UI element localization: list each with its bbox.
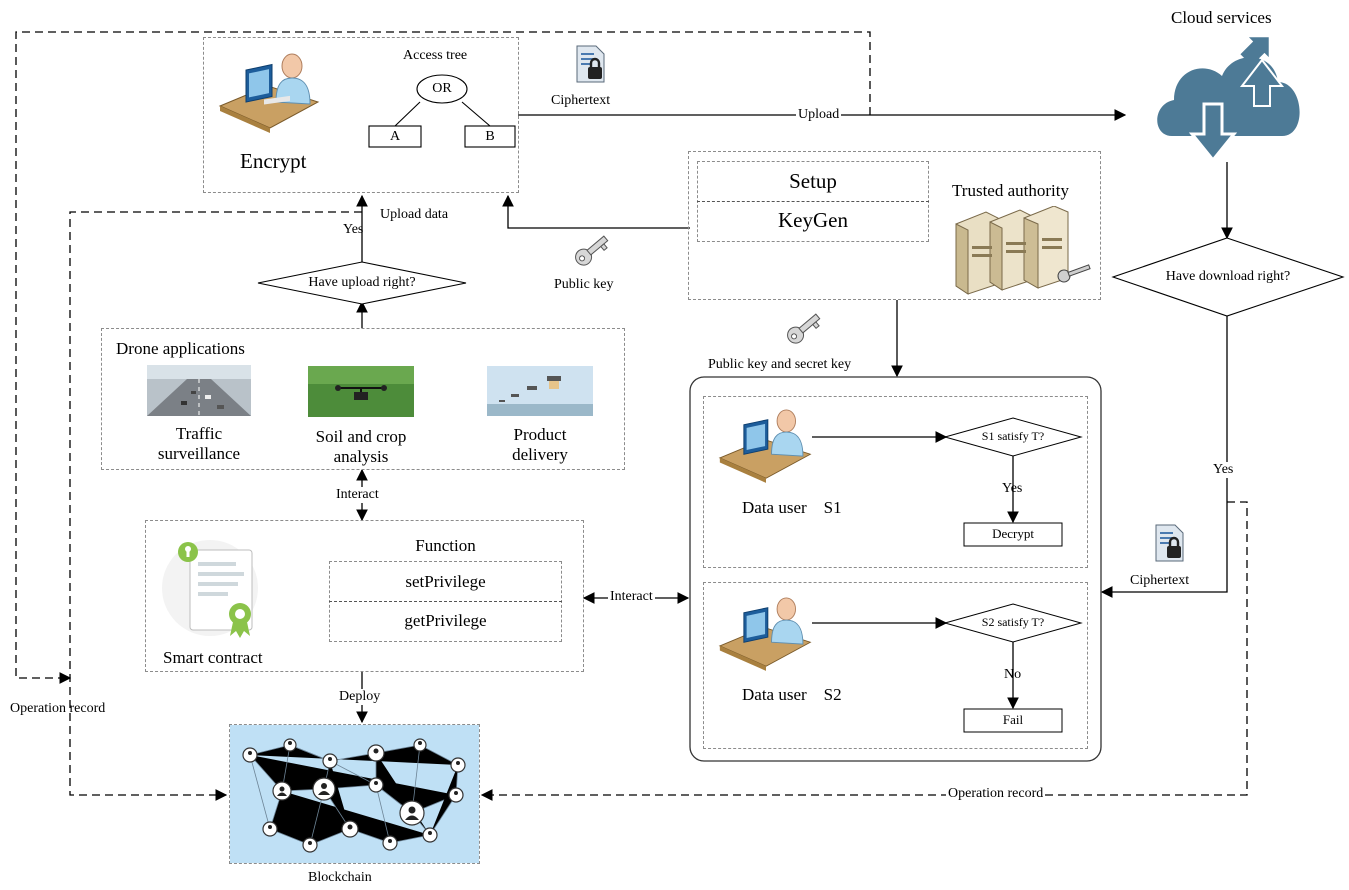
data-user-s2-icon <box>718 597 812 671</box>
public-key-icon <box>575 235 609 266</box>
leaf-b-label: B <box>485 129 495 144</box>
blockchain-frame <box>229 724 480 864</box>
traffic-line2: surveillance <box>157 443 241 463</box>
data-user-s1-name: Data user <box>742 498 807 517</box>
set-privilege-label: setPrivilege <box>405 572 486 591</box>
traffic-surveillance-image <box>147 365 251 416</box>
or-node-label: OR <box>432 81 452 96</box>
soil-crop-analysis-image <box>308 366 414 417</box>
leaf-a-label: A <box>389 129 401 144</box>
s2-branch-label: No <box>1004 667 1022 682</box>
data-user-s2-label: Data user S2 <box>742 685 842 705</box>
function-title: Function <box>415 536 476 555</box>
trusted-authority-label: Trusted authority <box>952 181 1069 200</box>
soil-crop-label: Soil and crop analysis <box>292 427 430 466</box>
interact-vertical-label: Interact <box>334 487 381 504</box>
access-tree-title: Access tree <box>403 48 468 63</box>
get-privilege-label: getPrivilege <box>404 611 487 630</box>
s2-decision-diamond <box>943 603 1083 643</box>
function-divider <box>329 601 562 602</box>
encrypt-label: Encrypt <box>240 149 307 173</box>
traffic-surveillance-label: Traffic surveillance <box>134 424 264 463</box>
s1-check-label: S1 satisfy T? <box>981 429 1045 443</box>
upload-label: Upload <box>796 107 842 124</box>
smart-contract-icon <box>162 540 258 638</box>
users-container <box>689 376 1102 762</box>
operation-record-loop-bottom <box>480 501 1248 801</box>
access-tree-leaf-a <box>368 125 422 148</box>
blockchain-label: Blockchain <box>308 870 372 885</box>
trusted-authority-group <box>688 151 1101 300</box>
access-tree-edge-b <box>461 101 491 127</box>
download-decision-diamond <box>1111 237 1345 317</box>
fail-label: Fail <box>1002 712 1024 727</box>
product-delivery-label: Product delivery <box>475 425 605 464</box>
upload-yes-label: Yes <box>343 222 364 237</box>
product-line1: Product <box>513 425 567 444</box>
product-delivery-image <box>487 366 593 416</box>
access-tree-or-node <box>416 74 468 104</box>
operation-record-loop-top <box>15 31 871 684</box>
secret-key-icon <box>787 313 821 344</box>
decrypt-box <box>963 522 1063 547</box>
s1-decision-diamond <box>943 417 1083 457</box>
smart-contract-label: Smart contract <box>163 648 263 667</box>
ciphertext-right-file-icon <box>1155 524 1184 562</box>
deploy-label: Deploy <box>337 689 383 706</box>
download-decision-label: Have download right? <box>1165 269 1291 284</box>
setup-label: Setup <box>789 169 837 193</box>
s2-check-label: S2 satisfy T? <box>981 615 1045 629</box>
access-tree-leaf-b <box>464 125 516 148</box>
keygen-label: KeyGen <box>778 208 848 232</box>
encrypt-group <box>203 37 519 193</box>
data-user-s1-icon <box>718 409 812 483</box>
upload-decision-diamond <box>257 261 467 305</box>
s1-branch-label: Yes <box>1002 481 1023 496</box>
operation-record-bottom-label: Operation record <box>946 786 1046 803</box>
soil-line1: Soil and crop <box>315 427 407 446</box>
interact-horizontal-label: Interact <box>608 589 655 606</box>
data-user-s2-id: S2 <box>823 685 842 704</box>
smart-contract-group <box>145 520 584 672</box>
data-owner-icon <box>218 53 320 133</box>
upload-data-record-loop <box>69 211 362 801</box>
public-key-arrow <box>502 194 690 229</box>
fail-box <box>963 708 1063 733</box>
data-user-s1-id: S1 <box>823 498 842 517</box>
public-secret-key-label: Public key and secret key <box>708 357 852 372</box>
drone-applications-group <box>101 328 625 470</box>
ciphertext-file-icon <box>576 45 605 83</box>
upload-decision-label: Have upload right? <box>308 275 416 290</box>
drone-applications-title: Drone applications <box>116 339 245 358</box>
decrypt-label: Decrypt <box>992 526 1034 541</box>
blockchain-network-icon <box>230 725 479 863</box>
operation-record-left-label: Operation record <box>10 701 106 716</box>
upload-data-label: Upload data <box>380 207 449 222</box>
user-s2-group <box>703 582 1088 749</box>
ciphertext-right-label: Ciphertext <box>1130 573 1190 588</box>
user-s1-group <box>703 396 1088 568</box>
data-user-s1-label: Data user S1 <box>742 498 842 518</box>
download-yes-label: Yes <box>1213 462 1234 479</box>
traffic-line1: Traffic <box>175 424 223 443</box>
ciphertext-top-label: Ciphertext <box>551 93 611 108</box>
setup-keygen-divider <box>697 201 929 202</box>
download-yes-arrow <box>1100 316 1228 598</box>
trusted-authority-servers-icon <box>955 206 1091 295</box>
cloud-icon <box>1157 37 1300 163</box>
product-line2: delivery <box>512 444 568 464</box>
soil-line2: analysis <box>333 446 389 466</box>
public-key-label: Public key <box>554 277 614 292</box>
access-tree-edge-a <box>394 101 421 127</box>
data-user-s2-name: Data user <box>742 685 807 704</box>
cloud-services-label: Cloud services <box>1171 8 1272 27</box>
